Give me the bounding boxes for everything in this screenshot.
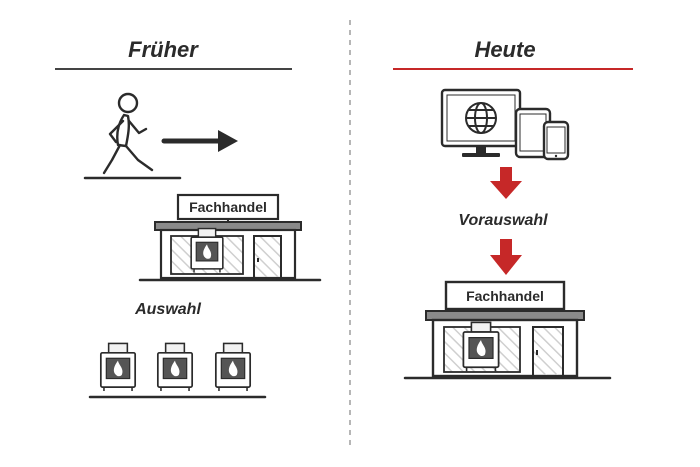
left-title: Früher [128, 37, 199, 62]
stove-icon [99, 342, 137, 392]
preselection-label: Vorauswahl [458, 212, 548, 229]
globe-icon [465, 102, 497, 134]
desktop-monitor-icon [440, 88, 522, 157]
left-shop-sign-text: Fachhandel [189, 199, 267, 215]
arrow-down-icon [490, 167, 522, 199]
stove-icon [214, 342, 252, 392]
arrow-down-icon [490, 239, 522, 275]
arrow-right-icon [161, 130, 238, 152]
right-title: Heute [474, 37, 535, 62]
right-shop-sign-text: Fachhandel [466, 288, 544, 304]
stove-icon [156, 342, 194, 392]
smartphone-icon [542, 120, 570, 161]
walking-person-icon [102, 92, 154, 175]
tablet-icon [514, 107, 552, 159]
selection-label: Auswahl [134, 301, 201, 318]
